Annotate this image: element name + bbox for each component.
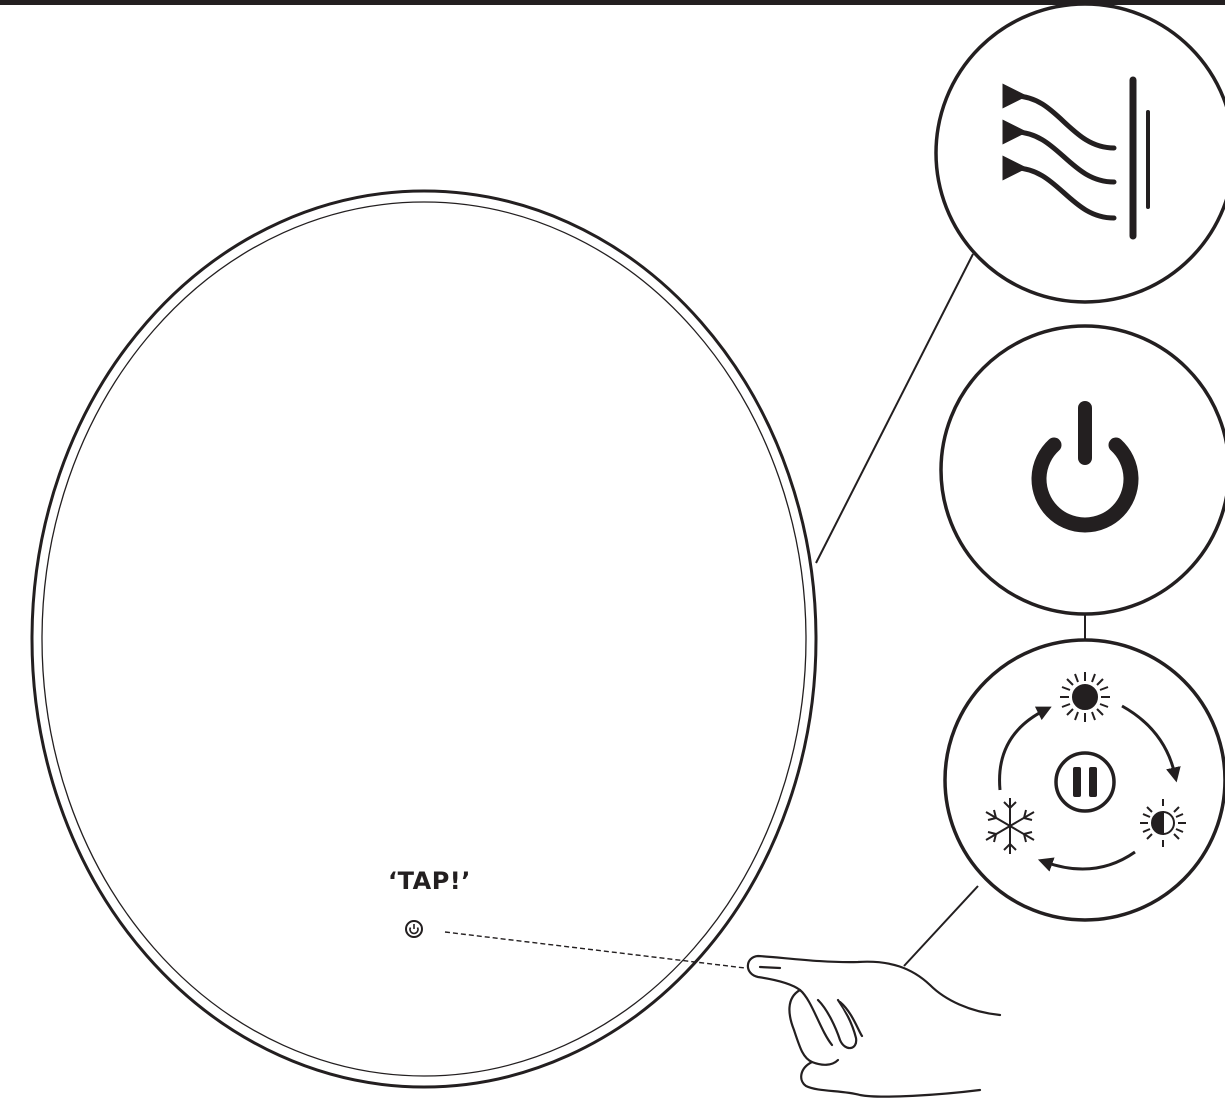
warm-sun-icon: [1060, 672, 1110, 722]
round-mirror: [32, 191, 816, 1087]
pause-icon[interactable]: [1056, 753, 1114, 811]
tap-dashed-line: [445, 932, 745, 968]
power-icon: [410, 924, 418, 933]
mirror-inner-rim: [42, 202, 806, 1076]
top-border: [0, 0, 1225, 5]
mirror-outer-rim: [32, 191, 816, 1087]
pointing-hand-icon: [748, 956, 1000, 1097]
touch-button[interactable]: [406, 921, 422, 937]
tap-label: ‘TAP!’: [388, 867, 471, 895]
connector-hand-to-modes: [904, 886, 978, 966]
light-mode-callout: [945, 640, 1225, 920]
power-callout: [941, 326, 1225, 614]
demister-callout: [936, 4, 1225, 302]
